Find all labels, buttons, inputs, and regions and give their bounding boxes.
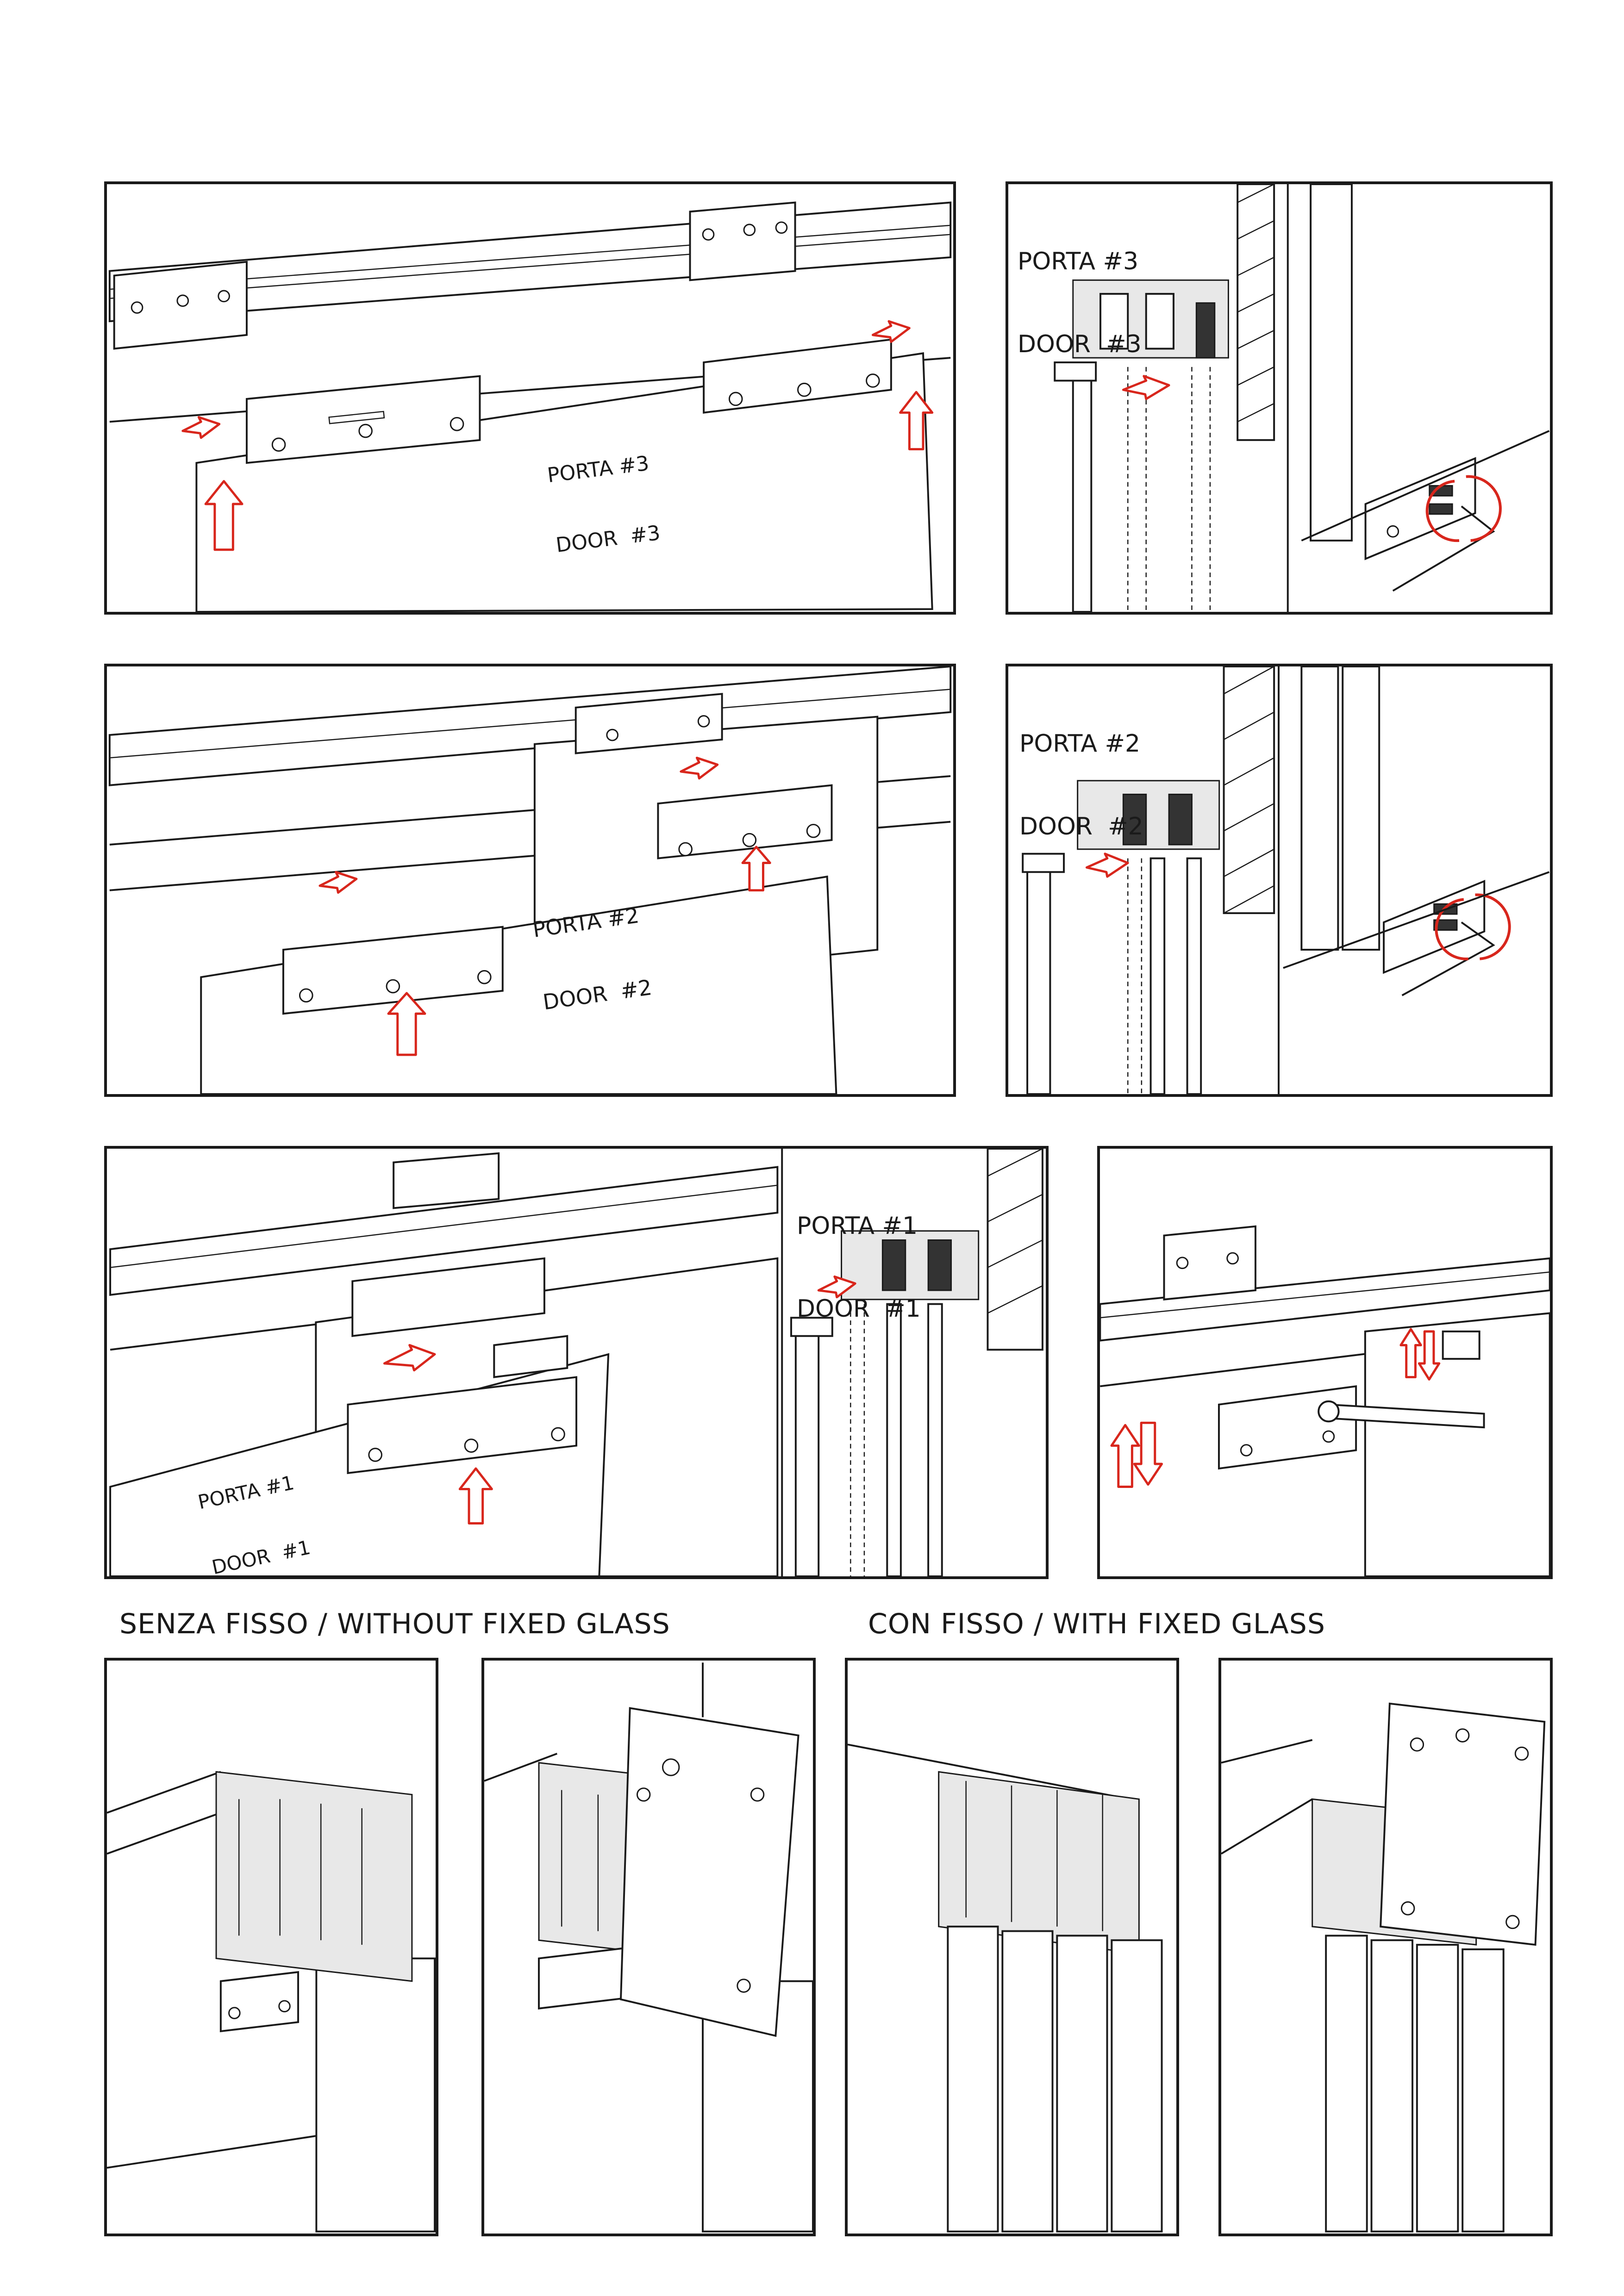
door1-mount-drawing: [109, 1149, 1043, 1576]
door3-section-drawing: [1054, 184, 1550, 612]
door2-porta-text: PORTA #2: [531, 902, 641, 942]
hanger-plate-front: [282, 926, 504, 1015]
door2-section-label: PORTA #2 DOOR #2: [1019, 675, 1143, 896]
fixing-cover-plate-fixed: [1380, 1702, 1546, 1946]
right-arrow-icon: [1122, 375, 1170, 400]
rotate-arrows-icon: [1425, 475, 1502, 542]
rotate-arrows-icon: [1435, 893, 1511, 960]
right-arrow-icon: [871, 320, 911, 343]
panel-with-fixed-1: [845, 1658, 1179, 2236]
without-fixed-1-drawing: [107, 1771, 436, 2233]
right-arrow-icon: [1085, 852, 1129, 878]
door1-door-text: DOOR #1: [210, 1536, 312, 1579]
door3-section-label: PORTA #3 DOOR #3: [1018, 193, 1142, 414]
section-title-with-fixed: CON FISSO / WITH FIXED GLASS: [868, 1608, 1325, 1640]
door2-door-text: DOOR #2: [541, 975, 654, 1015]
door3-section-porta-text: PORTA #3: [1018, 247, 1139, 275]
door1-section-label: PORTA #1 DOOR #1: [797, 1157, 921, 1378]
adjustment-drawing: [1100, 1225, 1550, 1576]
door1-section-door-text: DOOR #1: [797, 1294, 921, 1323]
door2-mount-drawing: [108, 666, 952, 1094]
door3-mount-drawing: [108, 201, 952, 612]
panel-without-fixed-1: [104, 1658, 438, 2236]
with-fixed-2-drawing: [1221, 1702, 1546, 2233]
panel-door2-section: PORTA #2 DOOR #2: [1006, 664, 1553, 1097]
without-fixed-2-drawing: [484, 1662, 813, 2233]
panel-door3-mount: PORTA #3 DOOR #3: [104, 181, 956, 615]
door2-section-porta-text: PORTA #2: [1019, 729, 1141, 758]
up-arrow-icon: [741, 846, 771, 892]
panel-door3-section: PORTA #3 DOOR #3: [1006, 181, 1553, 615]
hanger-plate-right: [703, 338, 892, 414]
hanger-plate-door1: [347, 1376, 577, 1475]
up-arrow-icon: [899, 391, 934, 451]
up-arrow-icon: [387, 992, 426, 1056]
door3-section-door-text: DOOR #3: [1018, 330, 1142, 358]
up-arrow-icon: [1418, 1330, 1441, 1381]
door2-section-door-text: DOOR #2: [1019, 812, 1143, 840]
right-arrow-icon: [680, 756, 719, 780]
panel-door2-mount: PORTA #2 DOOR #2: [104, 664, 956, 1097]
door2-section-drawing: [1022, 666, 1550, 1094]
panel-door1-mount: PORTA #1 DOOR #1 PORTA #1 DOOR #1: [104, 1146, 1049, 1579]
door3-door-text: DOOR #3: [554, 521, 662, 558]
with-fixed-1-drawing: [848, 1743, 1163, 2233]
up-arrow-icon: [458, 1467, 493, 1524]
up-arrow-icon: [204, 480, 244, 551]
up-arrow-icon: [1110, 1424, 1140, 1488]
fixing-cover-plate: [619, 1707, 800, 2037]
door3-porta-text: PORTA #3: [546, 451, 650, 488]
section-title-without-fixed: SENZA FISSO / WITHOUT FIXED GLASS: [119, 1608, 670, 1640]
panel-without-fixed-2: [481, 1658, 816, 2236]
adjustment-plate: [1218, 1385, 1357, 1470]
door1-section-porta-text: PORTA #1: [797, 1212, 918, 1240]
hex-key-icon: [1392, 505, 1495, 592]
panel-with-fixed-2: [1218, 1658, 1553, 2236]
right-arrow-icon: [817, 1275, 856, 1299]
panel-adjustment: [1097, 1146, 1553, 1579]
hanger-plate-back: [657, 784, 833, 859]
right-arrow-icon: [383, 1344, 436, 1372]
up-arrow-icon: [1133, 1421, 1163, 1486]
hex-key-icon: [1401, 921, 1495, 996]
up-arrow-icon: [1399, 1328, 1422, 1379]
spanner-icon: [1318, 1400, 1485, 1429]
right-arrow-icon: [319, 871, 358, 894]
right-arrow-icon: [181, 416, 221, 439]
door1-porta-text: PORTA #1: [196, 1471, 296, 1514]
